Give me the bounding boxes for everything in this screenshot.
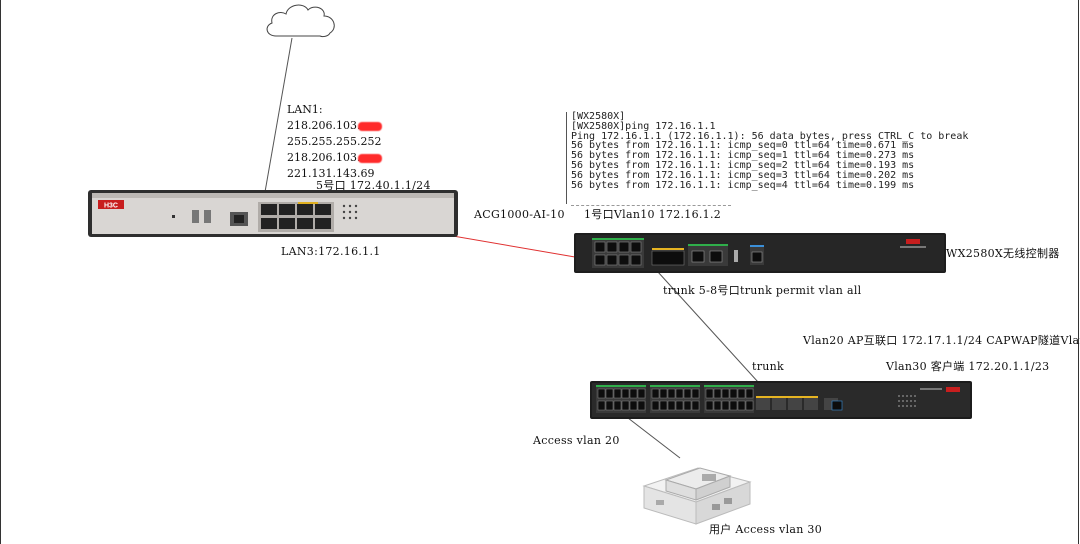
cloud-to-router-link (264, 37, 293, 193)
terminal-line: [WX2580X]ping 172.16.1.1 (571, 120, 716, 132)
switch-rj45-port (667, 400, 676, 411)
terminal-line: 56 bytes from 172.16.1.1: icmp_seq=2 ttl… (571, 159, 915, 171)
router-device: H3C (88, 190, 458, 237)
switch-rj45-port (683, 388, 692, 399)
terminal-line: 56 bytes from 172.16.1.1: icmp_seq=3 ttl… (571, 169, 915, 181)
lan1-gateway: 218.206.103. (287, 150, 383, 166)
switch-rj45-port (613, 400, 622, 411)
lan1-dns: 221.131.143.69 (287, 167, 375, 180)
left-border (0, 0, 1, 544)
switch-rj45-port (675, 388, 684, 399)
wireless-controller-device (574, 233, 946, 273)
router-port5-label: 5号口 172.40.1.1/24 (316, 179, 431, 192)
controller-name-label: WX2580X无线控制器 (946, 247, 1060, 260)
switch-rj45-port (637, 388, 646, 399)
switch-rj45-port (667, 388, 676, 399)
switch-access-label: Access vlan 20 (533, 434, 620, 447)
switch-rj45-port (745, 400, 754, 411)
switch-rj45-port (659, 400, 668, 411)
switch-trunk-label: trunk (752, 360, 785, 373)
lan1-ip-text: 218.206.103. (287, 119, 361, 132)
switch-rj45-port (683, 400, 692, 411)
access-point-device (642, 467, 752, 525)
switch-rj45-port (651, 388, 660, 399)
switch-vlan20-label: Vlan20 AP互联口 172.17.1.1/24 CAPWAP隧道Vlan (803, 334, 1080, 347)
switch-rj45-port (629, 400, 638, 411)
switch-to-ap-link (627, 417, 681, 459)
terminal-line: 56 bytes from 172.16.1.1: icmp_seq=1 ttl… (571, 150, 915, 162)
switch-rj45-port (713, 388, 722, 399)
switch-rj45-port (729, 388, 738, 399)
lan1-info: LAN1: 218.206.103. 255.255.255.252 218.2… (287, 102, 383, 182)
lan1-ip: 218.206.103. (287, 118, 383, 134)
switch-rj45-port (605, 388, 614, 399)
switch-rj45-port (737, 400, 746, 411)
switch-rj45-port (605, 400, 614, 411)
terminal-line: [WX2580X] (571, 111, 626, 122)
switch-rj45-port (705, 400, 714, 411)
switch-rj45-port (659, 388, 668, 399)
internet-cloud-icon (266, 4, 335, 38)
switch-rj45-port (721, 388, 730, 399)
switch-rj45-port (691, 400, 700, 411)
redaction-mark (358, 121, 383, 131)
switch-rj45-port (597, 400, 606, 411)
terminal-divider (571, 205, 731, 206)
switch-rj45-port (705, 388, 714, 399)
lan1-gateway-text: 218.206.103. (287, 151, 361, 164)
switch-rj45-port (597, 388, 606, 399)
terminal-line: 56 bytes from 172.16.1.1: icmp_seq=4 ttl… (571, 179, 915, 191)
terminal-line: 56 bytes from 172.16.1.1: icmp_seq=0 ttl… (571, 140, 915, 152)
lan1-header: LAN1: (287, 103, 323, 116)
switch-rj45-port (737, 388, 746, 399)
switch-rj45-port (621, 400, 630, 411)
terminal-line: Ping 172.16.1.1 (172.16.1.1): 56 data by… (571, 130, 969, 142)
svg-text:H3C: H3C (104, 203, 118, 210)
switch-rj45-port (651, 400, 660, 411)
switch-rj45-port (613, 388, 622, 399)
switch-device (590, 381, 972, 419)
switch-rj45-port (675, 400, 684, 411)
switch-rj45-port (691, 388, 700, 399)
router-model-label: ACG1000-AI-10 (474, 208, 565, 221)
switch-rj45-port (629, 388, 638, 399)
ping-terminal-output: [WX2580X] [WX2580X]ping 172.16.1.1 Ping … (566, 111, 969, 206)
controller-ports (592, 238, 764, 268)
switch-vlan30-label: Vlan30 客户端 172.20.1.1/23 (886, 360, 1050, 373)
router-lan3-label: LAN3:172.16.1.1 (281, 245, 381, 258)
controller-trunk-label: trunk 5-8号口trunk permit vlan all (663, 284, 862, 297)
redaction-mark (358, 153, 383, 163)
switch-rj45-port (637, 400, 646, 411)
switch-rj45-port (621, 388, 630, 399)
right-border (1078, 0, 1079, 544)
switch-rj45-port (721, 400, 730, 411)
switch-sfp-ports (756, 396, 843, 411)
controller-to-switch-link (657, 271, 759, 383)
switch-rj45-port (713, 400, 722, 411)
ap-user-label: 用户 Access vlan 30 (709, 523, 823, 536)
controller-port1-label: 1号口Vlan10 172.16.1.2 (584, 208, 722, 221)
switch-rj45-port (745, 388, 754, 399)
switch-rj45-port (729, 400, 738, 411)
lan1-mask: 255.255.255.252 (287, 135, 382, 148)
router-lan-ports (258, 202, 334, 232)
